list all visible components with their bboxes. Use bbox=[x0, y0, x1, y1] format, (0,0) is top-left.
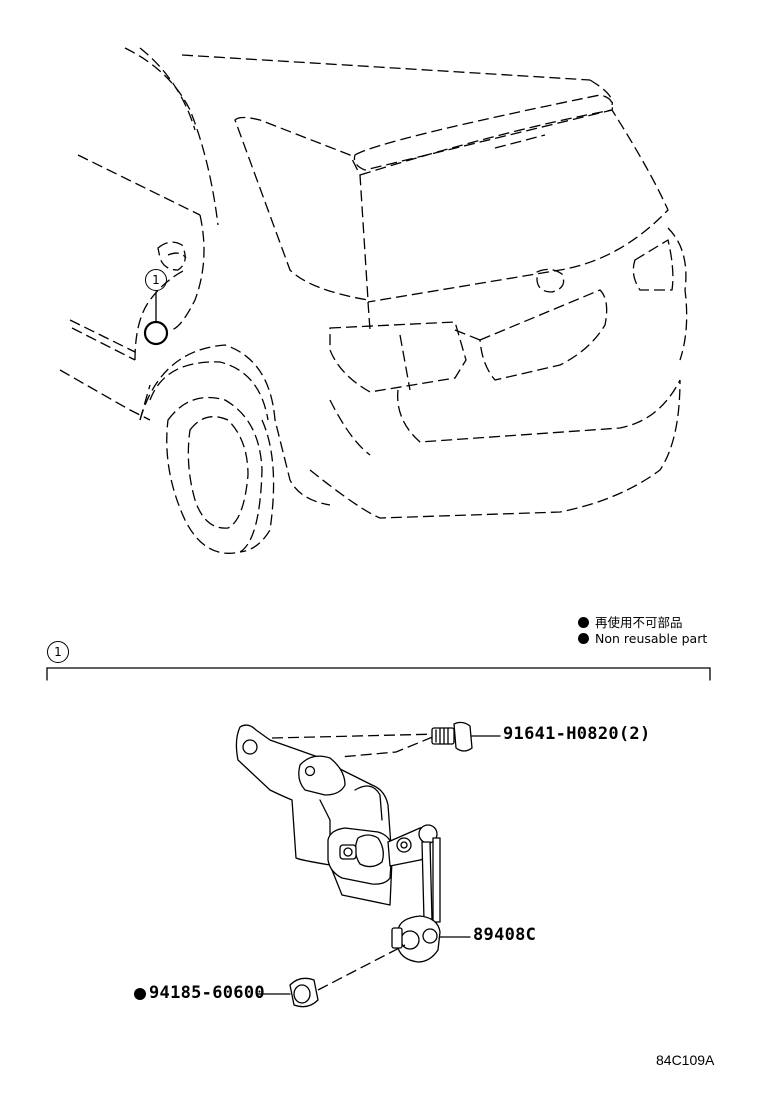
location-callout: 1 bbox=[145, 269, 167, 291]
non-reusable-bullet bbox=[134, 988, 146, 1000]
bolt bbox=[271, 721, 501, 758]
part-number-bolt[interactable]: 91641-H0820(2) bbox=[503, 724, 651, 744]
legend-en: Non reusable part bbox=[578, 631, 707, 646]
section-bracket bbox=[46, 667, 711, 681]
section-callout: 1 bbox=[47, 641, 69, 663]
legend-ja: 再使用不可部品 bbox=[578, 612, 683, 631]
part-number-sensor[interactable]: 89408C bbox=[473, 925, 537, 945]
legend-bullet-icon bbox=[578, 633, 589, 644]
part-number-nut[interactable]: 94185-60600 bbox=[149, 983, 265, 1003]
legend-bullet-icon bbox=[578, 617, 589, 628]
vehicle-illustration bbox=[59, 47, 688, 554]
legend-ja-text: 再使用不可部品 bbox=[595, 615, 683, 630]
diagram-code: 84C109A bbox=[656, 1052, 715, 1068]
height-sensor-assembly bbox=[235, 724, 441, 963]
nut bbox=[134, 944, 406, 1008]
legend-en-text: Non reusable part bbox=[595, 631, 708, 646]
